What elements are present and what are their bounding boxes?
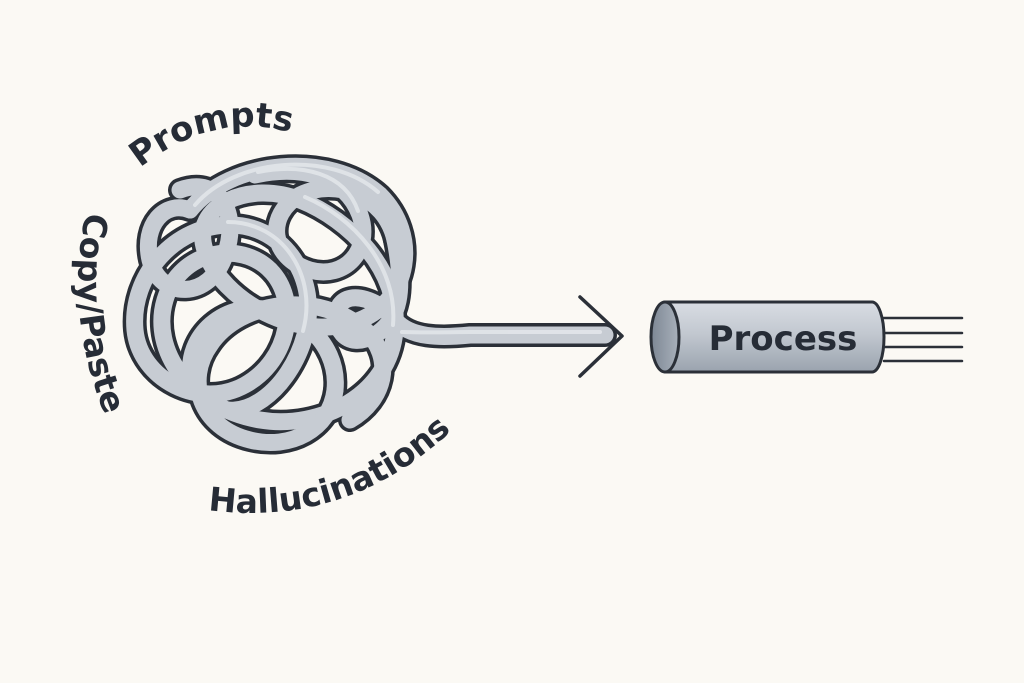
tangled-rope — [122, 154, 617, 455]
arrow-head — [578, 295, 624, 378]
pipe-body — [663, 300, 886, 374]
tangle-fill — [126, 157, 614, 452]
process-pipe: Process — [649, 300, 964, 374]
tangle-highlight — [193, 162, 602, 335]
output-lines — [882, 316, 964, 363]
process-label: Process — [709, 319, 858, 359]
pipe-cap — [649, 300, 681, 374]
